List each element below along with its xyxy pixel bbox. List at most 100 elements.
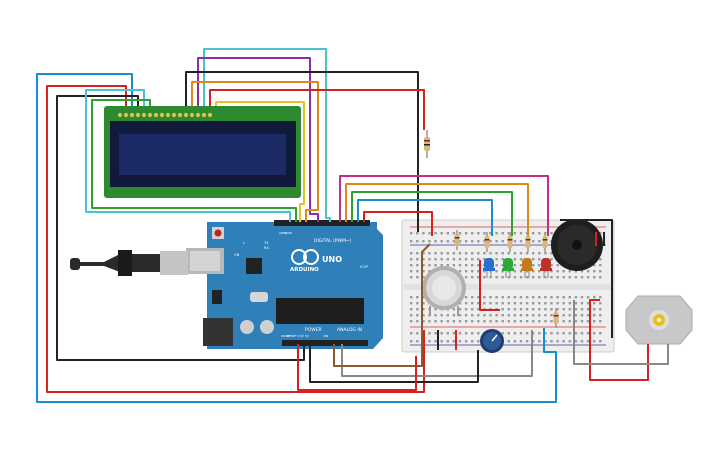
breadboard-hole[interactable]	[416, 258, 419, 261]
breadboard-hole[interactable]	[452, 232, 456, 235]
breadboard-hole[interactable]	[501, 270, 504, 273]
breadboard-hole[interactable]	[464, 296, 468, 299]
breadboard-hole[interactable]	[538, 340, 541, 343]
breadboard-hole[interactable]	[434, 308, 437, 311]
breadboard-hole[interactable]	[477, 252, 480, 255]
breadboard-hole[interactable]	[483, 232, 486, 235]
breadboard-hole[interactable]	[471, 302, 474, 305]
breadboard-hole[interactable]	[489, 240, 492, 243]
breadboard-hole[interactable]	[525, 332, 529, 335]
breadboard-hole[interactable]	[538, 232, 541, 235]
breadboard-hole[interactable]	[574, 296, 578, 299]
breadboard-hole[interactable]	[544, 252, 547, 255]
breadboard-hole[interactable]	[507, 320, 510, 323]
breadboard-hole[interactable]	[477, 270, 480, 273]
breadboard-hole[interactable]	[568, 276, 571, 279]
breadboard-hole[interactable]	[483, 270, 486, 273]
breadboard-hole[interactable]	[464, 252, 468, 255]
breadboard-hole[interactable]	[586, 308, 590, 311]
breadboard-hole[interactable]	[507, 302, 510, 305]
breadboard-hole[interactable]	[501, 296, 504, 299]
breadboard-hole[interactable]	[464, 264, 468, 267]
breadboard-hole[interactable]	[556, 302, 559, 305]
breadboard-hole[interactable]	[532, 270, 535, 273]
breadboard-hole[interactable]	[464, 320, 468, 323]
breadboard-hole[interactable]	[452, 252, 456, 255]
breadboard-hole[interactable]	[440, 258, 443, 261]
breadboard-hole[interactable]	[410, 232, 413, 235]
breadboard-hole[interactable]	[483, 320, 486, 323]
breadboard-hole[interactable]	[513, 308, 517, 311]
breadboard-hole[interactable]	[544, 302, 547, 305]
breadboard-hole[interactable]	[562, 340, 565, 343]
breadboard-hole[interactable]	[416, 232, 419, 235]
breadboard-hole[interactable]	[446, 314, 449, 317]
led[interactable]	[483, 258, 495, 278]
breadboard-hole[interactable]	[538, 314, 541, 317]
breadboard-hole[interactable]	[422, 302, 425, 305]
breadboard-hole[interactable]	[495, 258, 498, 261]
breadboard-hole[interactable]	[452, 240, 456, 243]
breadboard-hole[interactable]	[458, 252, 462, 255]
breadboard-hole[interactable]	[446, 252, 449, 255]
breadboard-hole[interactable]	[562, 320, 565, 323]
lcd-pin[interactable]	[207, 112, 213, 118]
breadboard-hole[interactable]	[471, 332, 474, 335]
breadboard-hole[interactable]	[550, 302, 553, 305]
breadboard-hole[interactable]	[586, 302, 590, 305]
breadboard-hole[interactable]	[519, 308, 523, 311]
breadboard-hole[interactable]	[544, 332, 547, 335]
breadboard-hole[interactable]	[446, 340, 449, 343]
breadboard-hole[interactable]	[507, 314, 510, 317]
breadboard-hole[interactable]	[416, 332, 419, 335]
breadboard-hole[interactable]	[513, 276, 517, 279]
breadboard-hole[interactable]	[586, 340, 590, 343]
breadboard-hole[interactable]	[471, 240, 474, 243]
breadboard-hole[interactable]	[452, 340, 456, 343]
breadboard-hole[interactable]	[477, 302, 480, 305]
breadboard-hole[interactable]	[410, 240, 413, 243]
breadboard-hole[interactable]	[519, 252, 523, 255]
breadboard-hole[interactable]	[416, 240, 419, 243]
breadboard-hole[interactable]	[580, 276, 584, 279]
breadboard-hole[interactable]	[471, 264, 474, 267]
breadboard-hole[interactable]	[440, 332, 443, 335]
breadboard-hole[interactable]	[599, 270, 602, 273]
breadboard-hole[interactable]	[525, 314, 529, 317]
breadboard-hole[interactable]	[525, 308, 529, 311]
breadboard-hole[interactable]	[434, 332, 437, 335]
breadboard-hole[interactable]	[489, 252, 492, 255]
breadboard-hole[interactable]	[471, 320, 474, 323]
breadboard-hole[interactable]	[464, 232, 468, 235]
lcd-pin[interactable]	[123, 112, 129, 118]
breadboard-hole[interactable]	[568, 302, 571, 305]
breadboard-hole[interactable]	[410, 270, 413, 273]
breadboard-hole[interactable]	[458, 314, 462, 317]
breadboard-hole[interactable]	[507, 308, 510, 311]
breadboard-hole[interactable]	[538, 332, 541, 335]
breadboard-hole[interactable]	[477, 332, 480, 335]
breadboard-hole[interactable]	[532, 232, 535, 235]
lcd-pin[interactable]	[117, 112, 123, 118]
breadboard-hole[interactable]	[452, 314, 456, 317]
breadboard-hole[interactable]	[410, 308, 413, 311]
breadboard-hole[interactable]	[416, 252, 419, 255]
breadboard-hole[interactable]	[562, 302, 565, 305]
breadboard-hole[interactable]	[464, 276, 468, 279]
breadboard-hole[interactable]	[507, 332, 510, 335]
breadboard-hole[interactable]	[544, 314, 547, 317]
breadboard-hole[interactable]	[507, 296, 510, 299]
breadboard-hole[interactable]	[562, 332, 565, 335]
breadboard-hole[interactable]	[538, 252, 541, 255]
breadboard-hole[interactable]	[513, 252, 517, 255]
breadboard-hole[interactable]	[501, 314, 504, 317]
breadboard-hole[interactable]	[422, 232, 425, 235]
breadboard-hole[interactable]	[452, 258, 456, 261]
breadboard-hole[interactable]	[507, 340, 510, 343]
breadboard-hole[interactable]	[416, 340, 419, 343]
breadboard-hole[interactable]	[471, 340, 474, 343]
breadboard-hole[interactable]	[532, 302, 535, 305]
breadboard-hole[interactable]	[422, 240, 425, 243]
breadboard-hole[interactable]	[483, 276, 486, 279]
breadboard-hole[interactable]	[434, 320, 437, 323]
